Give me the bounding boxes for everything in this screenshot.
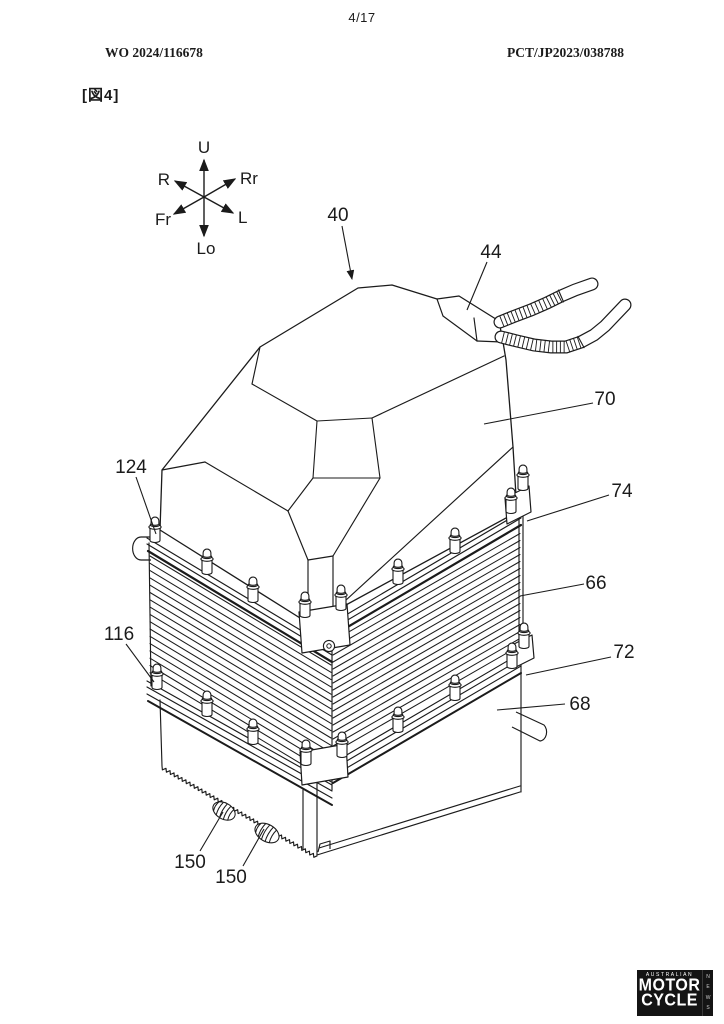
logo-line1: MOTOR	[638, 976, 701, 995]
page-number: 4/17	[348, 10, 376, 25]
logo-line2: CYCLE	[641, 991, 698, 1011]
compass-arrow-lower-left	[172, 196, 205, 215]
ref-label-124: 124	[115, 457, 147, 478]
compass-arrow-upper-right	[203, 178, 237, 198]
bolt	[505, 642, 519, 670]
leader-72	[525, 656, 612, 676]
leader-lines	[125, 225, 612, 867]
logo-top-text: AUSTRALIAN	[645, 972, 694, 978]
reference-numerals: 40 44 70 124 74 66 116 72 68 150 150	[104, 205, 635, 888]
publication-number: WO 2024/116678	[105, 45, 203, 60]
bolt	[299, 739, 313, 767]
magazine-logo-main: AUSTRALIAN MOTOR CYCLE	[637, 970, 702, 1016]
ref-label-72: 72	[613, 642, 634, 663]
machine-drawing	[132, 277, 632, 858]
application-number: PCT/JP2023/038788	[507, 45, 624, 60]
bolt	[448, 527, 462, 555]
compass-label-rr: Rr	[240, 169, 258, 188]
ref-label-66: 66	[585, 573, 606, 594]
leader-70	[483, 402, 594, 425]
compass-label-lo: Lo	[197, 239, 216, 258]
compass-label-fr: Fr	[155, 210, 171, 229]
bolt	[391, 558, 405, 586]
leader-40-arrow	[341, 225, 355, 281]
bolt	[391, 706, 405, 734]
bolt	[246, 718, 260, 746]
leader-116	[125, 643, 155, 683]
ref-label-44: 44	[480, 242, 502, 263]
bolt	[150, 663, 164, 691]
ref-label-150b: 150	[215, 867, 247, 888]
bolt	[298, 591, 312, 619]
compass-label-l: L	[238, 208, 247, 227]
bolt	[200, 548, 214, 576]
ref-label-150a: 150	[174, 852, 206, 873]
bolt	[334, 584, 348, 612]
figure-tag: [図4]	[82, 87, 120, 104]
bolt	[200, 690, 214, 718]
ref-label-74: 74	[611, 481, 633, 502]
leader-68	[496, 703, 566, 711]
bolt	[517, 622, 531, 650]
leader-44	[466, 261, 488, 311]
leader-124	[135, 476, 157, 535]
leader-74	[526, 494, 610, 522]
compass-label-r: R	[158, 170, 170, 189]
ref-label-70: 70	[594, 389, 615, 410]
ref-label-68: 68	[569, 694, 590, 715]
bolt	[504, 487, 518, 515]
leader-150b	[242, 828, 265, 867]
leader-150a	[199, 811, 224, 852]
bolt	[516, 464, 530, 492]
ref-label-40: 40	[327, 205, 348, 226]
ref-label-116: 116	[104, 624, 134, 645]
bolt	[246, 576, 260, 604]
leader-66	[519, 583, 585, 597]
compass-label-u: U	[198, 138, 210, 157]
bolt	[448, 674, 462, 702]
direction-compass: U Lo R Rr Fr L	[155, 138, 258, 258]
compass-arrow-lower-right	[203, 196, 235, 214]
corrugated-boss	[254, 822, 280, 844]
bolt	[335, 731, 349, 759]
corrugated-boss	[212, 801, 236, 821]
compass-arrow-upper-left	[173, 180, 205, 198]
